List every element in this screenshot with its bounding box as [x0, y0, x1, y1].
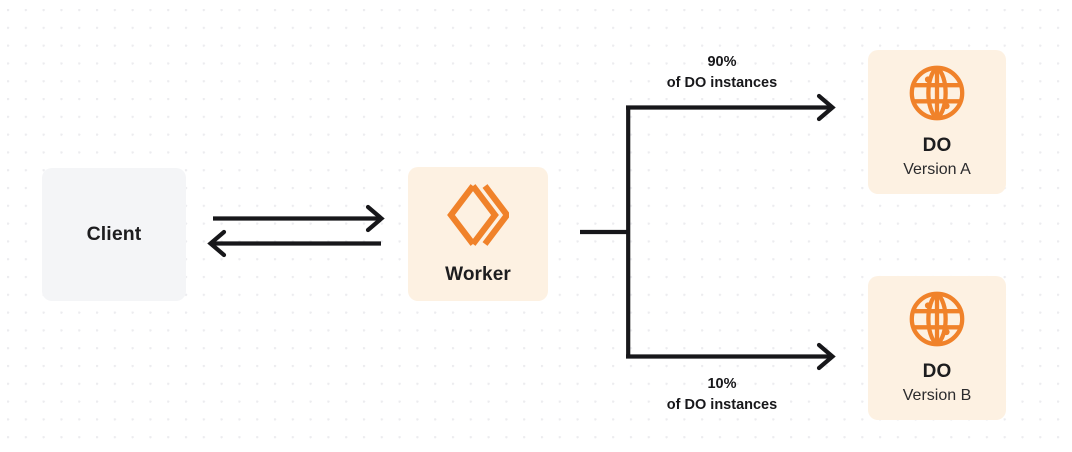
node-worker-label: Worker	[445, 263, 511, 285]
edge-split-bus	[580, 105, 631, 359]
edge-worker-to-do-b-arrowhead	[816, 342, 836, 371]
edge-label-do-b: 10% of DO instances	[636, 374, 808, 415]
edge-label-do-b-percent: 10%	[707, 376, 737, 392]
node-do-version-b[interactable]: DO Version B	[868, 276, 1006, 420]
node-client[interactable]: Client	[42, 168, 186, 301]
node-do-version-b-sublabel: Version B	[902, 387, 972, 405]
node-worker[interactable]: Worker	[408, 167, 548, 301]
edge-worker-to-client	[207, 229, 381, 258]
edge-label-do-a-percent: 90%	[707, 54, 737, 70]
edge-worker-to-do-a	[626, 93, 836, 122]
globe-icon	[908, 290, 966, 348]
edge-client-to-worker	[213, 204, 385, 233]
edge-label-do-a-text: of DO instances	[666, 74, 778, 91]
node-do-version-a-sublabel: Version A	[903, 161, 971, 179]
cloudflare-workers-icon	[447, 182, 509, 248]
node-client-label: Client	[86, 222, 142, 245]
edge-worker-to-do-b	[626, 342, 836, 371]
globe-icon-glyph	[909, 291, 965, 346]
edge-client-to-worker-arrowhead	[365, 204, 385, 233]
node-do-version-a-label: DO	[922, 134, 952, 156]
edge-label-do-a: 90% of DO instances	[636, 52, 808, 93]
edge-label-do-b-text: of DO instances	[666, 396, 778, 413]
cloudflare-workers-icon-glyph	[447, 183, 509, 246]
globe-icon	[908, 64, 966, 122]
node-do-version-b-label: DO	[922, 360, 952, 382]
globe-icon-glyph	[909, 65, 965, 120]
edge-worker-to-client-arrowhead	[207, 229, 227, 258]
node-do-version-a[interactable]: DO Version A	[868, 50, 1006, 194]
edge-worker-to-do-a-arrowhead	[816, 93, 836, 122]
